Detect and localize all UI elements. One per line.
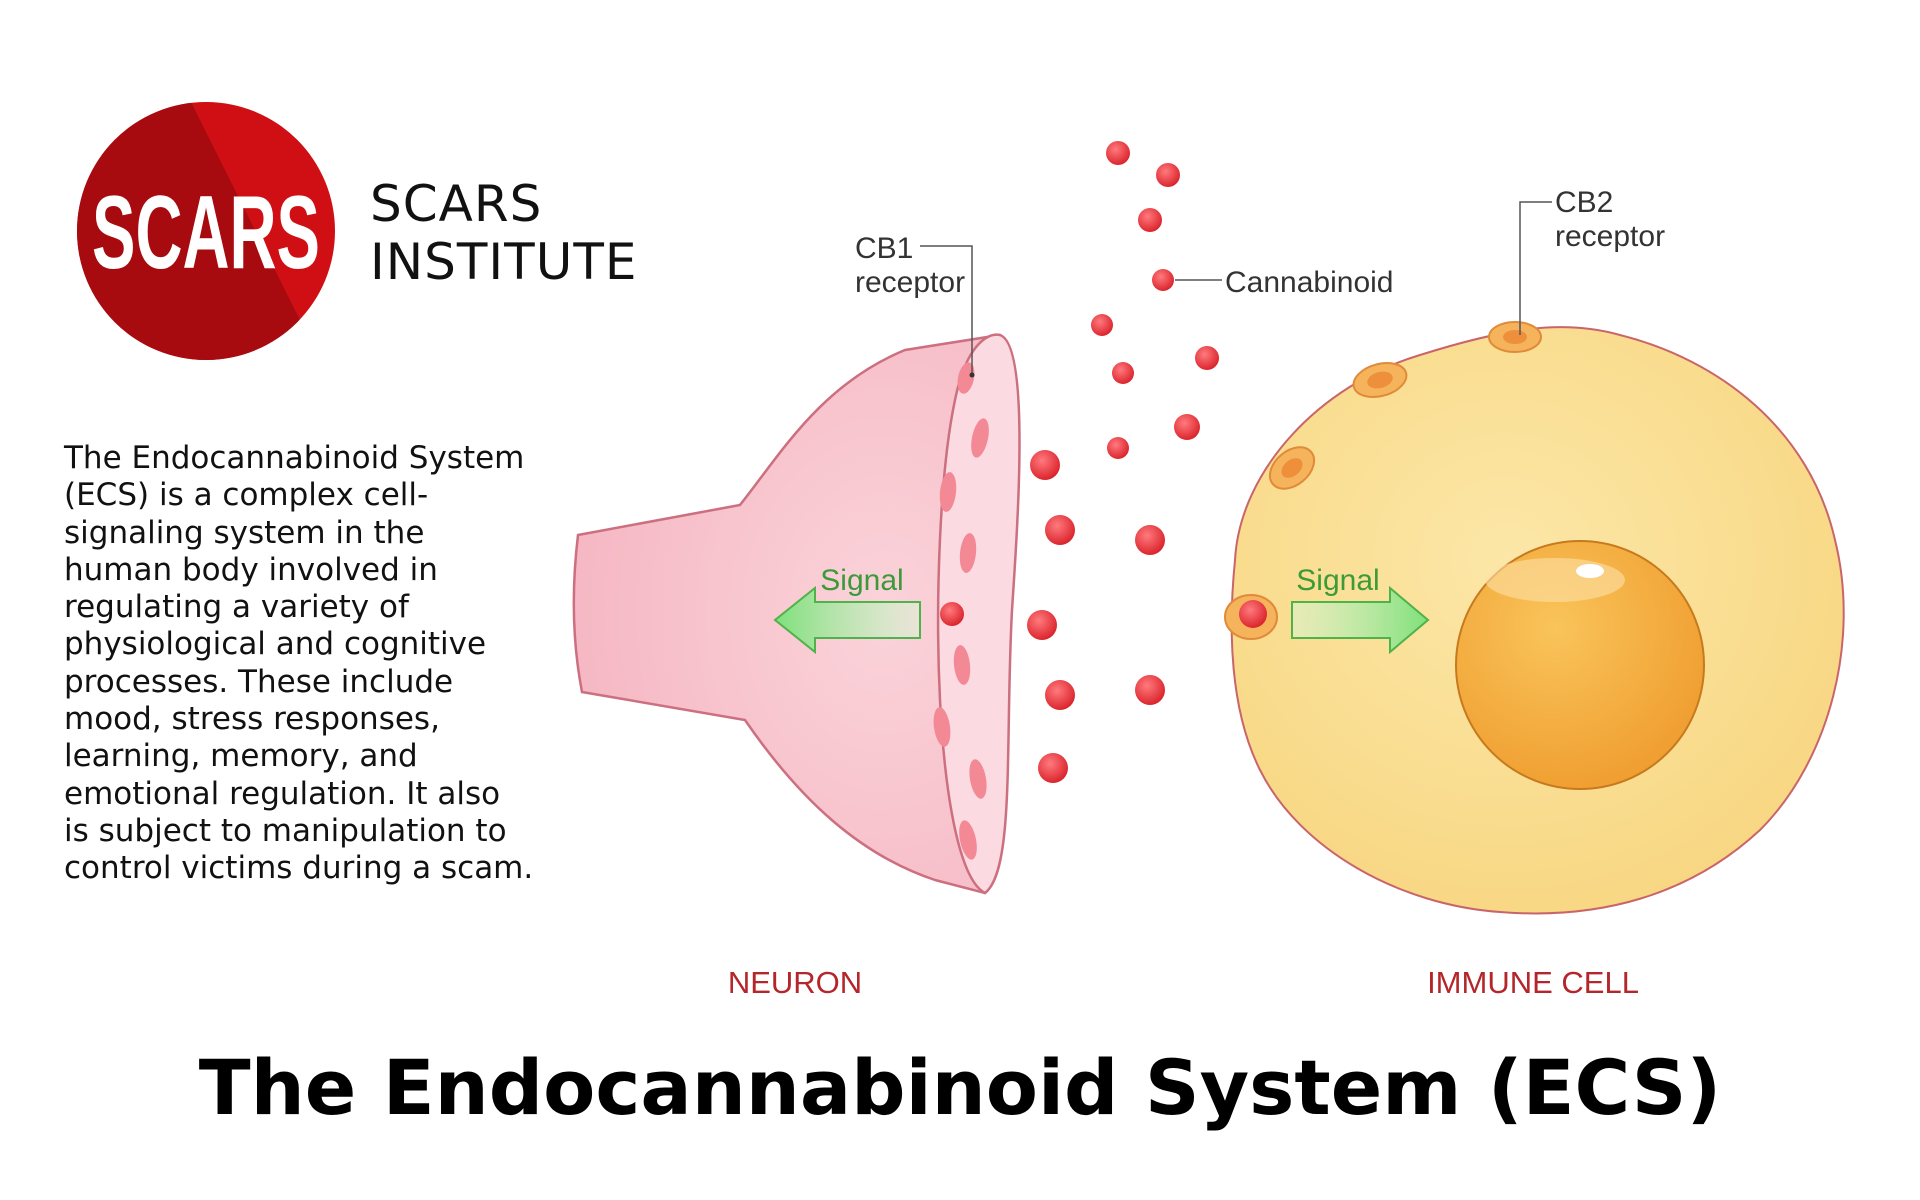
cb2-label-line2: receptor	[1555, 220, 1665, 253]
immune-cell	[1224, 321, 1845, 915]
cb1-label-line1: CB1	[855, 232, 913, 265]
logo-text: SCARS	[92, 175, 320, 291]
cb1-receptors	[933, 362, 989, 860]
page-title: The Endocannabinoid System (ECS)	[198, 1043, 1722, 1132]
cannabinoid-dot	[1138, 208, 1162, 232]
nucleus-highlight	[1485, 558, 1625, 602]
cb1-receptor-dot	[933, 707, 951, 747]
brand-name: SCARS INSTITUTE	[370, 175, 637, 291]
signal-right-label: Signal	[1296, 564, 1379, 597]
cannabinoid-dot	[1027, 610, 1057, 640]
cannabinoid-dot	[1045, 680, 1075, 710]
cannabinoid-dot	[1135, 525, 1165, 555]
cannabinoid-dot	[1174, 414, 1200, 440]
cb1-label: CB1 receptor	[855, 232, 975, 378]
cb1-receptor-dot	[969, 759, 987, 799]
cannabinoid-label-text: Cannabinoid	[1225, 266, 1393, 299]
cb1-receptor-dot	[939, 472, 957, 512]
cannabinoid-dot	[1107, 437, 1129, 459]
cb1-label-line2: receptor	[855, 266, 965, 299]
cannabinoid-dot	[1030, 450, 1060, 480]
cannabinoid-dot	[1045, 515, 1075, 545]
cannabinoid-dot	[1156, 163, 1180, 187]
brand-line2: INSTITUTE	[370, 233, 638, 291]
cannabinoid-dot	[1038, 753, 1068, 783]
cb1-receptor-dot	[957, 362, 975, 394]
signal-arrow-left: Signal	[773, 564, 921, 655]
signal-arrow-right-shape	[1291, 585, 1430, 655]
cannabinoid-dot	[1112, 362, 1134, 384]
cannabinoid-dot	[1106, 141, 1130, 165]
cb1-leader-line	[920, 245, 973, 375]
logo-shadow	[77, 102, 330, 360]
cb2-receptors	[1224, 321, 1542, 640]
signal-left-label: Signal	[820, 564, 903, 597]
cb1-receptor-dot	[971, 418, 989, 458]
neuron-synaptic-face	[936, 333, 1021, 895]
signal-arrow-right: Signal	[1291, 564, 1430, 655]
neuron-label: NEURON	[728, 965, 862, 1000]
cb2-label: CB2 receptor	[1519, 186, 1665, 335]
cannabinoid-dot	[1195, 346, 1219, 370]
bound-cannabinoid	[940, 602, 964, 626]
bound-cannabinoid	[1239, 600, 1267, 628]
cannabinoid-dot	[1135, 675, 1165, 705]
cb1-receptor-dot	[959, 533, 977, 573]
cb2-receptor-core	[1281, 458, 1303, 478]
cb2-receptor-core	[1367, 371, 1393, 389]
cannabinoid-dot	[1091, 314, 1113, 336]
nucleus-shine	[1576, 564, 1604, 578]
cannabinoid-molecules	[1027, 141, 1219, 783]
cb2-leader-line	[1519, 201, 1552, 335]
cb1-receptor-dot	[959, 820, 977, 860]
immune-cell-label: IMMUNE CELL	[1427, 965, 1639, 1000]
cb1-leader-dot	[969, 372, 975, 378]
cannabinoid-dot	[1152, 269, 1174, 291]
cb1-receptor-dot	[953, 645, 971, 685]
signal-arrow-left-shape	[773, 585, 921, 655]
cb2-receptor-core	[1503, 330, 1527, 344]
scars-logo: SCARS	[77, 102, 335, 360]
cannabinoid-label: Cannabinoid	[1175, 266, 1393, 299]
cell-nucleus	[1455, 540, 1705, 790]
cb2-label-line1: CB2	[1555, 186, 1613, 219]
brand-line1: SCARS	[370, 175, 543, 233]
description-text: The Endocannabinoid System (ECS) is a co…	[64, 440, 534, 887]
